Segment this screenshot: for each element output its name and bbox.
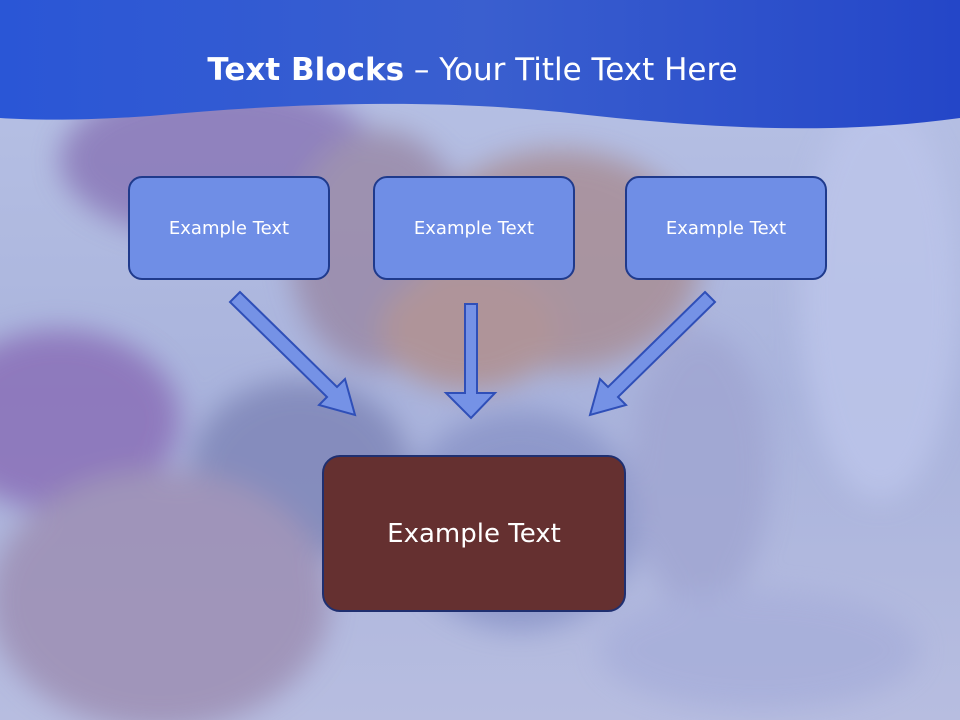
slide-title: Text Blocks – Your Title Text Here — [0, 52, 945, 88]
target-block: Example Text — [322, 455, 626, 612]
text-block-3-label: Example Text — [665, 217, 787, 239]
text-block-2-label: Example Text — [413, 217, 535, 239]
arrow-center — [443, 303, 498, 420]
text-block-3: Example Text — [625, 176, 827, 280]
title-bold: Text Blocks — [207, 52, 405, 88]
arrow-left — [228, 290, 357, 417]
title-rest: Your Title Text Here — [439, 52, 738, 88]
arrow-right — [588, 290, 717, 417]
text-block-1-label: Example Text — [168, 217, 290, 239]
title-dash: – — [404, 52, 440, 88]
text-block-1: Example Text — [128, 176, 330, 280]
target-block-label: Example Text — [387, 518, 561, 549]
text-block-2: Example Text — [373, 176, 575, 280]
